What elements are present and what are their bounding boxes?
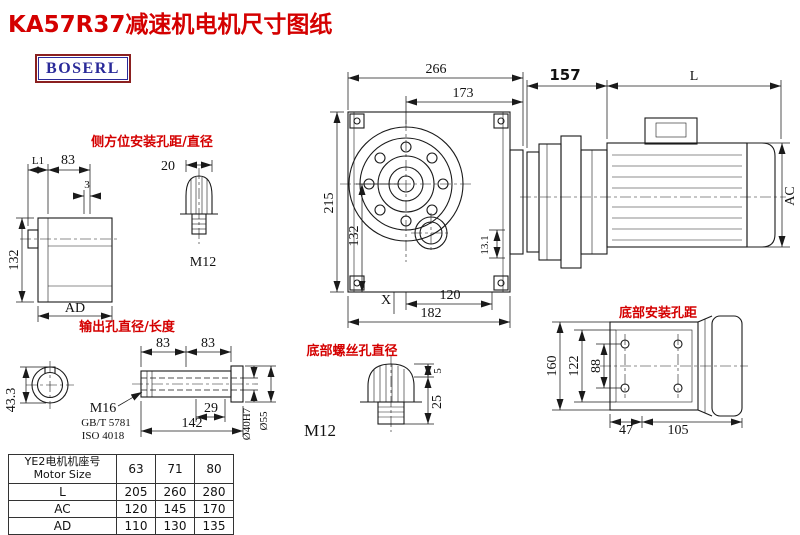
left-view-dimensions: L1 83 3 132 AD [7, 153, 113, 322]
cell-l-80: 280 [194, 483, 234, 501]
thread-label-m16: M16 [90, 401, 116, 416]
table-col-63: 63 [116, 454, 156, 484]
standard-gb-label: GB/T 5781 [81, 417, 131, 429]
dim-base-width: 182 [421, 306, 442, 321]
dim-shaft-dia: Ø55 [258, 411, 270, 430]
dim-key-height: 43.3 [4, 388, 19, 413]
front-view-dimensions: 266 173 215 132 X 120 182 13.1 [322, 62, 524, 328]
side-view-dimensions: 157 L AC [526, 66, 798, 248]
note-bottom-screw: 底部螺丝孔直径 [306, 343, 397, 359]
table-col-80: 80 [194, 454, 234, 484]
cell-ad-71: 130 [155, 517, 195, 535]
table-col-71: 71 [155, 454, 195, 484]
output-shaft-view: 43.3 83 83 29 142 M16 GB/T [4, 336, 276, 442]
bottom-screw-thread-label: M12 [304, 421, 336, 440]
dim-bottom-overall: 160 [545, 356, 560, 377]
row-label-l: L [8, 483, 117, 501]
side-view [520, 117, 786, 269]
dim-body-depth: 83 [61, 153, 75, 168]
note-side-mount: 侧方位安装孔距/直径 [91, 134, 213, 150]
bottom-bolt-detail: 5 25 M12 [304, 356, 445, 440]
dim-motor-height: AC [783, 186, 798, 205]
table-header-en: Motor Size [33, 468, 92, 481]
dim-bottom-outer-holes: 122 [567, 356, 582, 377]
cell-ad-63: 110 [116, 517, 156, 535]
table-row-ac: AC 120 145 170 [8, 500, 234, 518]
standard-iso-label: ISO 4018 [82, 430, 125, 442]
side-bolt-thread-label: M12 [190, 255, 216, 270]
dim-key-len: 29 [204, 401, 218, 416]
dim-center-to-base: 132 [347, 226, 362, 247]
dim-left-height: 132 [7, 250, 22, 271]
cell-ac-71: 145 [155, 500, 195, 518]
row-label-ad: AD [8, 517, 117, 535]
dim-screw-proud: 5 [432, 368, 444, 374]
motor-size-table: YE2电机机座号 Motor Size 63 71 80 L 205 260 2… [8, 454, 234, 535]
dim-total-len: 142 [182, 416, 203, 431]
page-title: KA57R37减速机电机尺寸图纸 [8, 12, 333, 38]
table-header-row: YE2电机机座号 Motor Size 63 71 80 [8, 454, 234, 484]
table-row-l: L 205 260 280 [8, 483, 234, 501]
cell-ac-63: 120 [116, 500, 156, 518]
datum-x-label: X [381, 293, 391, 308]
front-view [340, 111, 524, 293]
bottom-view [600, 315, 748, 417]
dim-bottom-rear-offset: 105 [668, 423, 689, 438]
dim-edge-offset: 13.1 [479, 235, 491, 254]
dim-flange-to-edge: 173 [453, 86, 474, 101]
dim-bottom-inner-holes: 88 [589, 359, 604, 373]
dim-overall-height: 215 [322, 193, 337, 214]
row-label-ac: AC [8, 500, 117, 518]
dim-bolt-width: 20 [161, 159, 175, 174]
dim-shaft-len: L1 [32, 155, 44, 167]
dim-left-width: AD [65, 301, 85, 316]
cell-l-71: 260 [155, 483, 195, 501]
table-header-motor-size: YE2电机机座号 Motor Size [8, 454, 117, 484]
cell-l-63: 205 [116, 483, 156, 501]
side-bolt-detail: 20 M12 [161, 159, 218, 270]
dim-screw-depth: 25 [430, 395, 445, 409]
left-side-view [20, 217, 120, 303]
dim-motor-length: L [690, 69, 699, 84]
dim-bottom-front-offset: 47 [619, 423, 633, 438]
dim-overall-width: 266 [426, 62, 447, 77]
note-bottom-mount: 底部安装孔距 [619, 305, 697, 321]
dim-shaft-seg1: 83 [156, 336, 170, 351]
brand-logo-text: BOSERL [46, 59, 120, 77]
note-output: 输出孔直径/长度 [79, 319, 176, 335]
brand-logo: BOSERL [35, 54, 131, 83]
dim-bore: Ø40H7 [241, 407, 253, 440]
dim-plate: 3 [84, 179, 90, 191]
cell-ac-80: 170 [194, 500, 234, 518]
table-header-cn: YE2电机机座号 [24, 455, 101, 469]
dim-foot-spacing: 120 [440, 288, 461, 303]
dim-gearbox-length: 157 [549, 66, 580, 84]
table-row-ad: AD 110 130 135 [8, 517, 234, 535]
bottom-view-dimensions: 160 122 88 47 105 [545, 321, 743, 438]
dim-shaft-seg2: 83 [201, 336, 215, 351]
cell-ad-80: 135 [194, 517, 234, 535]
